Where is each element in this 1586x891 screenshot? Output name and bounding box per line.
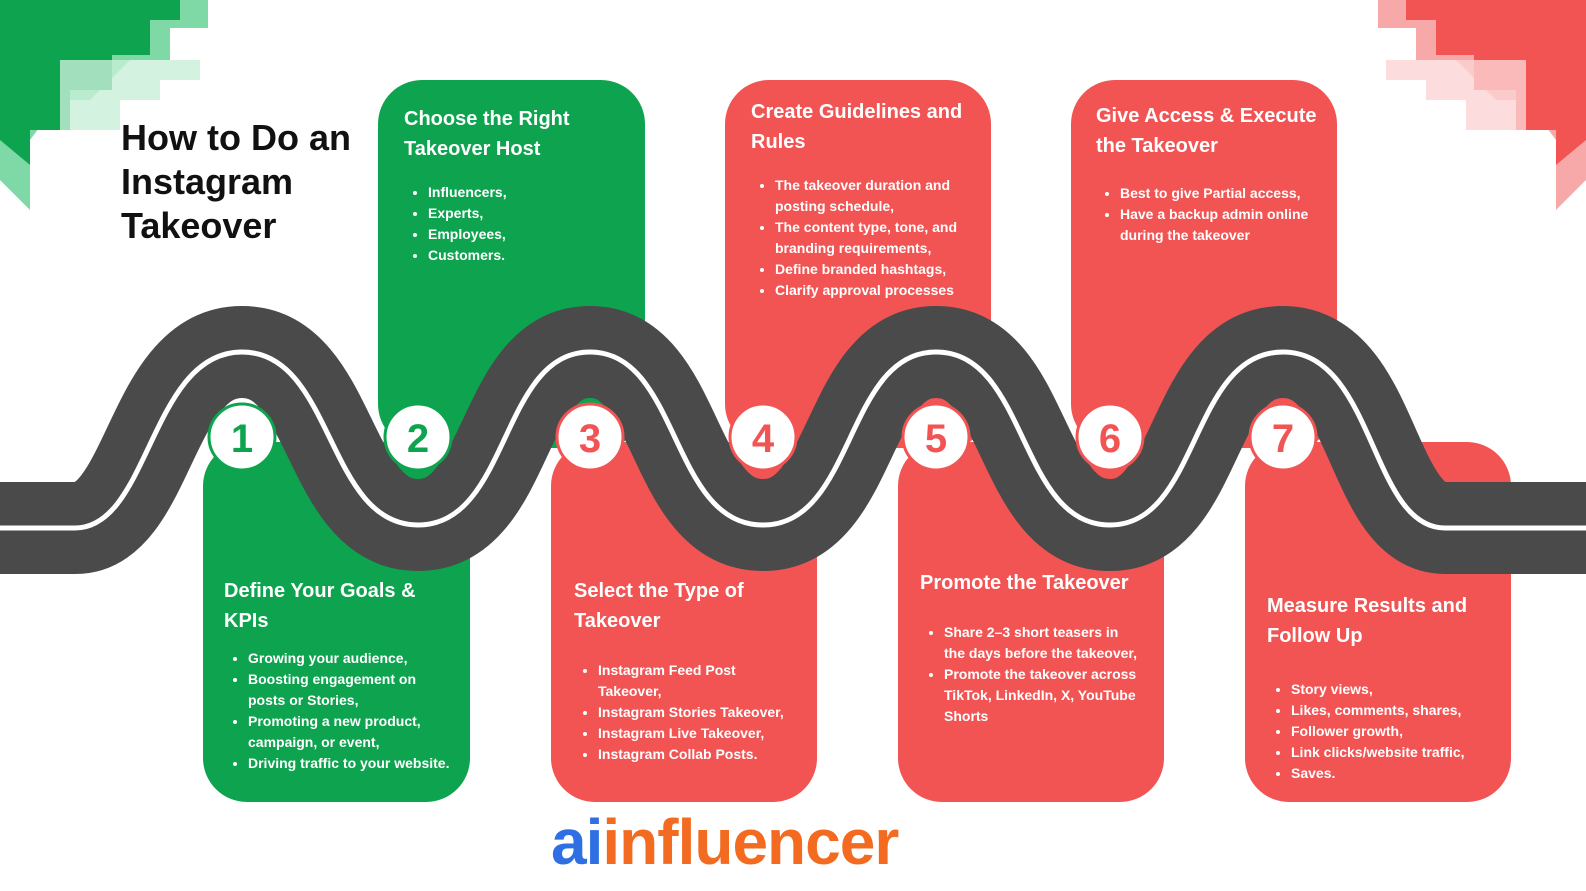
logo-ai: ai xyxy=(551,806,602,878)
red-arrow-decoration xyxy=(1378,0,1586,210)
step-number-3: 3 xyxy=(579,417,601,461)
step-3-bullet: Instagram Stories Takeover, xyxy=(598,702,795,723)
step-7-bullet: Saves. xyxy=(1291,763,1491,784)
page-title: How to Do an Instagram Takeover xyxy=(121,117,351,246)
step-number-4: 4 xyxy=(752,417,775,461)
step-marker-3: 3 xyxy=(555,402,625,472)
step-5-bullet: Share 2–3 short teasers in the days befo… xyxy=(944,622,1142,664)
step-6-bullets: Best to give Partial access, Have a back… xyxy=(1096,183,1317,246)
step-marker-7: 7 xyxy=(1248,402,1318,472)
step-7-bullet: Follower growth, xyxy=(1291,721,1491,742)
step-2-title: Choose the Right Takeover Host xyxy=(404,108,570,160)
step-marker-5: 5 xyxy=(901,402,971,472)
step-3-bullets: Instagram Feed Post Takeover, Instagram … xyxy=(574,660,795,765)
step-7-bullet: Story views, xyxy=(1291,679,1491,700)
step-7-bullet: Link clicks/website traffic, xyxy=(1291,742,1491,763)
step-7-bullet: Likes, comments, shares, xyxy=(1291,700,1491,721)
step-3-title: Select the Type of Takeover xyxy=(574,580,744,632)
step-7-title: Measure Results and Follow Up xyxy=(1267,595,1468,647)
step-1-bullet: Boosting engagement on posts or Stories, xyxy=(248,669,450,711)
step-5-bullets: Share 2–3 short teasers in the days befo… xyxy=(920,622,1142,727)
step-number-7: 7 xyxy=(1272,417,1294,461)
step-6-title: Give Access & Execute the Takeover xyxy=(1096,105,1317,157)
step-2-bullet: Customers. xyxy=(428,245,621,266)
step-3-bullet: Instagram Collab Posts. xyxy=(598,744,795,765)
step-5-bullet: Promote the takeover across TikTok, Link… xyxy=(944,664,1142,727)
step-marker-1: 1 xyxy=(207,402,277,472)
logo-influencer: influencer xyxy=(602,806,898,878)
step-7-bullets: Story views, Likes, comments, shares, Fo… xyxy=(1267,679,1491,784)
step-4-title: Create Guidelines and Rules xyxy=(751,101,963,153)
road-lane-line xyxy=(0,349,1586,531)
step-card-4: Create Guidelines and Rules The takeover… xyxy=(725,80,991,448)
step-4-bullet: Clarify approval processes xyxy=(775,280,971,301)
step-4-bullets: The takeover duration and posting schedu… xyxy=(751,175,971,301)
step-4-bullet: Define branded hashtags, xyxy=(775,259,971,280)
step-2-bullet: Employees, xyxy=(428,224,621,245)
step-3-bullet: Instagram Feed Post Takeover, xyxy=(598,660,795,702)
step-2-bullet: Experts, xyxy=(428,203,621,224)
step-5-title: Promote the Takeover xyxy=(920,572,1129,594)
step-4-bullet: The takeover duration and posting schedu… xyxy=(775,175,971,217)
step-1-bullets: Growing your audience, Boosting engageme… xyxy=(224,648,450,774)
step-marker-4: 4 xyxy=(728,402,798,472)
step-2-bullet: Influencers, xyxy=(428,182,621,203)
svg-text:aiinfluencer: aiinfluencer xyxy=(551,806,898,878)
green-arrow-decoration xyxy=(0,0,208,210)
step-marker-6: 6 xyxy=(1075,402,1145,472)
step-number-1: 1 xyxy=(231,417,253,461)
step-6-bullet: Have a backup admin online during the ta… xyxy=(1120,204,1317,246)
step-3-bullet: Instagram Live Takeover, xyxy=(598,723,795,744)
step-number-5: 5 xyxy=(925,417,947,461)
step-marker-2: 2 xyxy=(383,402,453,472)
step-2-bullets: Influencers, Experts, Employees, Custome… xyxy=(404,182,621,266)
step-6-bullet: Best to give Partial access, xyxy=(1120,183,1317,204)
step-number-6: 6 xyxy=(1099,417,1121,461)
step-1-bullet: Growing your audience, xyxy=(248,648,450,669)
step-1-bullet: Promoting a new product, campaign, or ev… xyxy=(248,711,450,753)
step-1-bullet: Driving traffic to your website. xyxy=(248,753,450,774)
ainfluencer-logo: aiinfluencer xyxy=(551,806,899,878)
step-4-bullet: The content type, tone, and branding req… xyxy=(775,217,971,259)
step-number-2: 2 xyxy=(407,417,429,461)
step-1-title: Define Your Goals & KPIs xyxy=(224,580,416,632)
